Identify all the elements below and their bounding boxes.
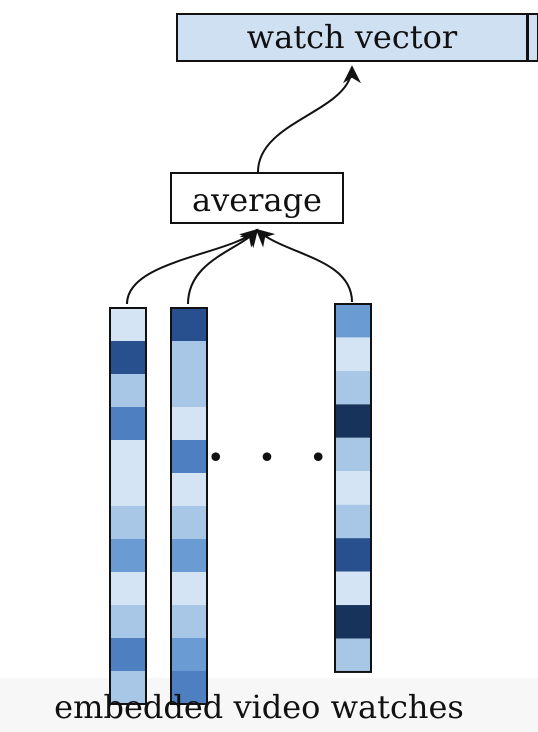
output-node-label: watch vector <box>247 18 458 56</box>
embedding-cell <box>335 404 371 438</box>
average-node-box <box>170 172 344 224</box>
embedding-column-outline <box>334 303 372 673</box>
ellipsis-dots: • • • <box>207 441 339 476</box>
embedding-cell <box>171 341 207 374</box>
connector-average-to-output <box>257 65 361 173</box>
embedding-column-2 <box>170 307 208 705</box>
connector-embedding-n-to-average <box>255 228 353 303</box>
embedding-column-3 <box>334 303 372 673</box>
embedding-cell <box>110 539 146 572</box>
embedding-cell <box>171 572 207 605</box>
embedding-cell <box>110 605 146 638</box>
embedding-cell <box>171 440 207 473</box>
embedding-column-1 <box>109 307 147 705</box>
embedding-cell <box>335 304 371 338</box>
embedding-cell <box>335 337 371 371</box>
embedding-cell <box>171 638 207 671</box>
embedding-cell <box>110 407 146 440</box>
caption-band <box>0 678 538 732</box>
embedding-cell <box>335 538 371 572</box>
embedding-cell <box>335 370 371 405</box>
embedding-cell <box>171 473 207 506</box>
output-node: watch vector <box>176 13 538 62</box>
embedding-cell <box>110 308 146 341</box>
embedding-cell <box>335 437 371 472</box>
embedding-cell <box>171 374 207 407</box>
embedding-column-outline <box>109 307 147 705</box>
embedding-cell <box>171 671 207 704</box>
output-node-edge-block <box>527 13 538 62</box>
embedding-columns <box>109 303 372 705</box>
embedding-cell <box>110 638 146 671</box>
embedding-cell <box>110 572 146 605</box>
embedding-cell <box>171 407 207 440</box>
output-node-box <box>176 13 528 62</box>
embedding-cell <box>171 605 207 638</box>
embedding-cell <box>335 638 371 672</box>
embedding-cell <box>110 473 146 506</box>
footer-caption: embedded video watches <box>54 688 464 726</box>
embedding-cell <box>110 341 146 374</box>
embedding-cell <box>171 539 207 572</box>
embedding-cell <box>335 571 371 606</box>
embedding-cell <box>110 440 146 473</box>
embedding-cell <box>110 506 146 539</box>
embedding-cell <box>335 605 371 639</box>
average-node: average <box>170 172 344 224</box>
embedding-cell <box>110 374 146 407</box>
connector-embedding-2-to-average <box>187 228 259 305</box>
embedding-cell <box>171 308 207 341</box>
embedding-column-outline <box>170 307 208 705</box>
embedding-cell <box>335 504 371 539</box>
connector-embedding-1-to-average <box>126 228 259 305</box>
embedding-cell <box>171 506 207 539</box>
average-node-label: average <box>192 181 322 219</box>
embedding-cell <box>335 471 371 505</box>
embedding-cell <box>110 671 146 704</box>
